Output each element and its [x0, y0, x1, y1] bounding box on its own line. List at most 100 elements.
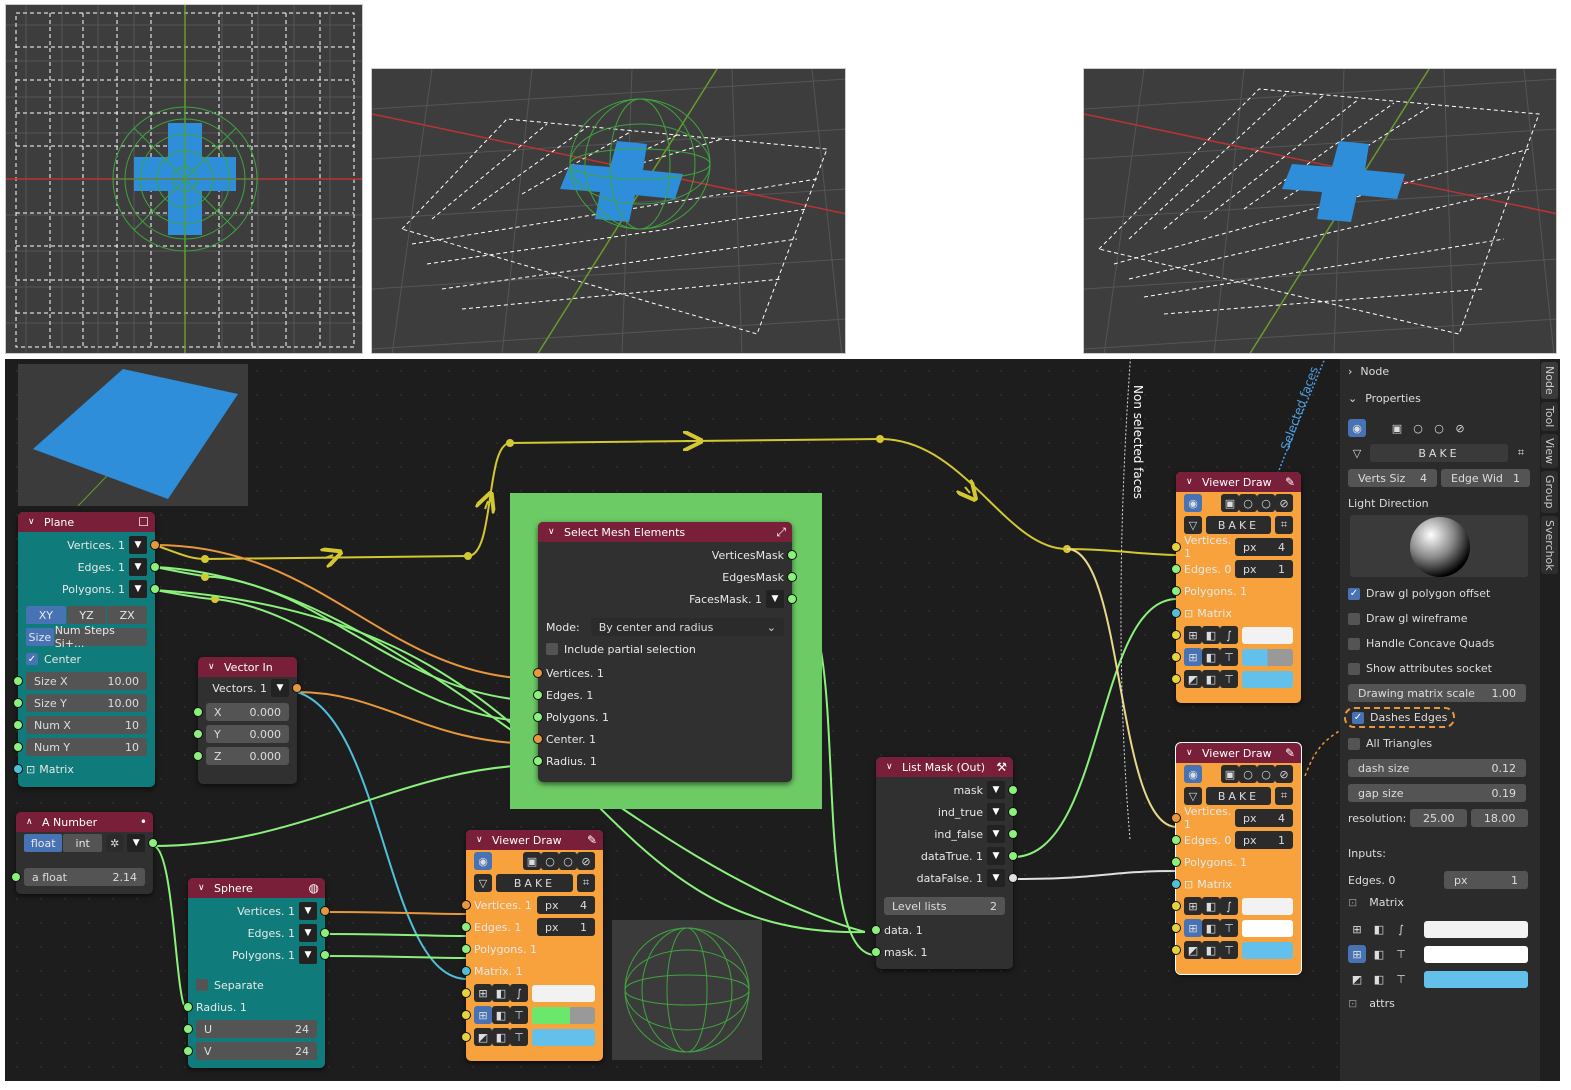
edge-color-swatch[interactable]	[1242, 648, 1293, 666]
link-icon[interactable]: ⊘	[1451, 419, 1469, 437]
fit-icon[interactable]: ⌗	[577, 874, 595, 892]
attribute-icon[interactable]: ⊤	[1220, 648, 1238, 666]
viewport-perspective-dashed[interactable]	[1083, 68, 1557, 354]
input-socket[interactable]	[193, 729, 203, 739]
input-socket[interactable]	[1171, 857, 1181, 867]
node-select-mesh-elements[interactable]: ∨Select Mesh Elements⤢ VerticesMask Edge…	[533, 522, 797, 782]
edge-color-icon[interactable]: ⊞	[1348, 945, 1366, 963]
face-color-icon[interactable]: ◩	[1348, 970, 1366, 988]
tab-group[interactable]: Group	[1541, 471, 1558, 513]
bake-button[interactable]: BAKE	[1206, 516, 1271, 534]
mode-select[interactable]: By center and radius⌄	[590, 618, 784, 636]
input-socket[interactable]	[533, 690, 543, 700]
edge-color-icon[interactable]: ⊞	[474, 1006, 492, 1024]
input-socket[interactable]	[13, 742, 23, 752]
vertex-icon[interactable]: ○	[541, 852, 559, 870]
link-icon[interactable]: ⊘	[577, 852, 595, 870]
chevron-down-icon[interactable]: ▼	[299, 902, 317, 920]
chevron-down-icon[interactable]: ▼	[987, 847, 1005, 865]
vertex-color-swatch[interactable]	[1242, 897, 1293, 915]
vertex-color-swatch[interactable]	[1242, 626, 1293, 644]
input-socket[interactable]	[193, 751, 203, 761]
wireframe-checkbox[interactable]	[1348, 612, 1360, 625]
node-header[interactable]: ∨Plane☐	[18, 512, 155, 532]
face-color-swatch[interactable]	[1242, 670, 1293, 688]
eye-icon[interactable]: ◉	[1184, 765, 1202, 783]
input-socket[interactable]	[13, 720, 23, 730]
face-color-icon[interactable]: ◩	[1184, 941, 1202, 959]
output-socket[interactable]	[787, 572, 797, 582]
partial-selection-checkbox[interactable]	[546, 643, 558, 655]
polygon-offset-checkbox[interactable]: ✓	[1348, 587, 1360, 600]
output-socket[interactable]	[1008, 873, 1018, 883]
output-socket[interactable]	[1008, 807, 1018, 817]
curve-icon[interactable]: ∫	[1392, 920, 1410, 938]
output-socket[interactable]	[787, 550, 797, 560]
eye-icon[interactable]: ◉	[1348, 419, 1366, 437]
chevron-down-icon[interactable]: ▼	[129, 558, 147, 576]
input-socket[interactable]	[1171, 608, 1181, 618]
input-socket[interactable]	[1171, 879, 1181, 889]
chevron-down-icon[interactable]: ▼	[299, 924, 317, 942]
input-socket[interactable]	[1171, 923, 1181, 933]
gradient-icon[interactable]: ◧	[1202, 941, 1220, 959]
vertex-color-swatch[interactable]	[1424, 920, 1528, 938]
input-socket[interactable]	[461, 988, 471, 998]
output-socket[interactable]	[1008, 785, 1018, 795]
input-socket[interactable]	[533, 734, 543, 744]
output-socket[interactable]	[150, 562, 160, 572]
vertex-icon[interactable]: ○	[1239, 494, 1257, 512]
input-socket[interactable]	[1171, 901, 1181, 911]
resolution-y-field[interactable]: 18.00	[1471, 809, 1529, 827]
input-socket[interactable]	[1171, 945, 1181, 955]
concave-quads-checkbox[interactable]	[1348, 637, 1360, 650]
gradient-icon[interactable]: ◧	[1202, 919, 1220, 937]
eye-icon[interactable]: ◉	[474, 852, 492, 870]
attribute-icon[interactable]: ⊤	[1220, 919, 1238, 937]
input-socket[interactable]	[1171, 630, 1181, 640]
gradient-icon[interactable]: ◧	[492, 1028, 510, 1046]
input-socket[interactable]	[1171, 542, 1181, 552]
edge-color-icon[interactable]: ⊞	[1184, 919, 1202, 937]
separate-checkbox[interactable]	[196, 979, 208, 991]
input-socket[interactable]	[1171, 652, 1181, 662]
edge-color-swatch[interactable]	[1242, 919, 1293, 937]
cube-icon[interactable]: ▣	[523, 852, 541, 870]
properties-section-header[interactable]: Properties	[1365, 392, 1421, 405]
output-socket[interactable]	[320, 928, 330, 938]
fit-icon[interactable]: ⌗	[1512, 444, 1530, 462]
input-socket[interactable]	[13, 698, 23, 708]
gradient-icon[interactable]: ◧	[1202, 670, 1220, 688]
gradient-icon[interactable]: ◧	[1202, 626, 1220, 644]
cube-icon[interactable]: ▣	[1221, 494, 1239, 512]
chevron-down-icon[interactable]: ▼	[987, 803, 1005, 821]
input-socket[interactable]	[461, 1010, 471, 1020]
output-socket[interactable]	[1008, 851, 1018, 861]
attribute-icon[interactable]: ⊤	[510, 1028, 528, 1046]
fit-icon[interactable]: ⌗	[1275, 516, 1293, 534]
gradient-icon[interactable]: ◧	[1370, 970, 1388, 988]
vertex-color-icon[interactable]: ⊞	[1184, 626, 1202, 644]
triangle-icon[interactable]: ▽	[1184, 787, 1202, 805]
chevron-down-icon[interactable]: ▼	[127, 834, 145, 852]
face-color-swatch[interactable]	[1424, 970, 1528, 988]
cube-icon[interactable]: ▣	[1221, 765, 1239, 783]
node-header[interactable]: ∨List Mask (Out)⚒	[876, 757, 1013, 777]
face-color-swatch[interactable]	[1242, 941, 1293, 959]
eye-icon[interactable]: ◉	[1184, 494, 1202, 512]
input-socket[interactable]	[533, 712, 543, 722]
attribute-icon[interactable]: ⊤	[510, 1006, 528, 1024]
triangle-icon[interactable]: ▽	[1184, 516, 1202, 534]
node-header[interactable]: ∨Vector In	[198, 657, 297, 677]
